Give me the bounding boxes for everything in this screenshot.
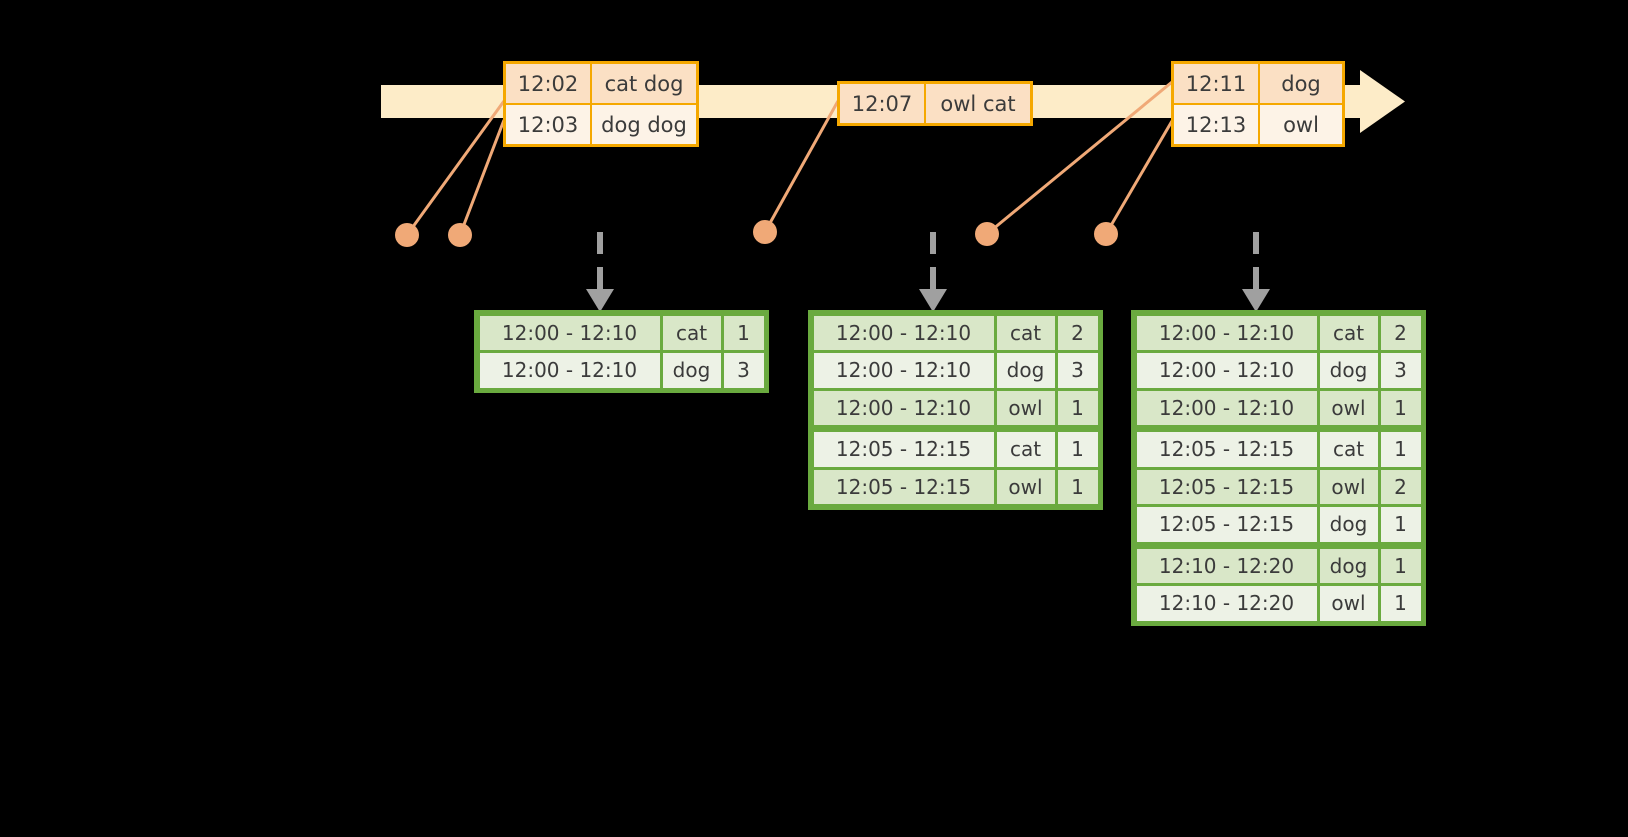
cell-window: 12:05 - 12:15 (1136, 507, 1317, 542)
table-row[interactable]: 12:00 - 12:10 dog 3 (1135, 352, 1422, 390)
cell-word: cat (1319, 432, 1378, 467)
cell-word: owl (996, 469, 1055, 504)
cell-count: 3 (1380, 353, 1421, 388)
event-row[interactable]: 12:13 owl (1174, 103, 1342, 144)
cell-word: owl (996, 390, 1055, 425)
cell-count: 1 (1380, 390, 1421, 425)
cell-window: 12:10 - 12:20 (1136, 548, 1317, 583)
cell-word: dog (996, 353, 1055, 388)
event-row[interactable]: 12:07 owl cat (840, 84, 1030, 123)
cell-count: 1 (1380, 432, 1421, 467)
cell-window: 12:05 - 12:15 (1136, 469, 1317, 504)
cell-count: 1 (1380, 548, 1421, 583)
table-row[interactable]: 12:00 - 12:10 owl 1 (812, 389, 1099, 427)
event-dot-5 (1094, 222, 1118, 246)
event-time: 12:13 (1174, 105, 1260, 144)
event-time: 12:02 (506, 64, 592, 103)
cell-count: 1 (723, 315, 764, 350)
cell-window: 12:00 - 12:10 (813, 315, 994, 350)
cell-word: cat (662, 315, 721, 350)
cell-word: dog (1319, 507, 1378, 542)
event-value: owl cat (926, 84, 1030, 123)
event-time: 12:07 (840, 84, 926, 123)
trigger-arrows (586, 232, 1270, 312)
cell-word: dog (1319, 353, 1378, 388)
event-group-1[interactable]: 12:02 cat dog 12:03 dog dog (503, 61, 699, 147)
table-row[interactable]: 12:05 - 12:15 owl 1 (812, 468, 1099, 506)
cell-count: 2 (1380, 469, 1421, 504)
table-row[interactable]: 12:00 - 12:10 owl 1 (1135, 389, 1422, 427)
cell-window: 12:00 - 12:10 (479, 315, 660, 350)
result-table-2[interactable]: 12:00 - 12:10 cat 2 12:00 - 12:10 dog 3 … (808, 310, 1103, 510)
table-row[interactable]: 12:05 - 12:15 cat 1 (812, 431, 1099, 469)
event-time: 12:03 (506, 105, 592, 144)
window-group-separator (1135, 426, 1422, 431)
cell-count: 1 (1380, 507, 1421, 542)
cell-count: 1 (1380, 586, 1421, 621)
event-group-3[interactable]: 12:11 dog 12:13 owl (1171, 61, 1345, 147)
window-group-separator (1135, 543, 1422, 547)
event-dot-4 (975, 222, 999, 246)
cell-window: 12:10 - 12:20 (1136, 586, 1317, 621)
table-row[interactable]: 12:05 - 12:15 cat 1 (1135, 431, 1422, 469)
table-row[interactable]: 12:00 - 12:10 cat 2 (812, 314, 1099, 352)
cell-window: 12:00 - 12:10 (813, 353, 994, 388)
table-row[interactable]: 12:00 - 12:10 cat 1 (478, 314, 765, 352)
event-row[interactable]: 12:11 dog (1174, 64, 1342, 103)
table-row[interactable]: 12:00 - 12:10 dog 3 (812, 352, 1099, 390)
cell-window: 12:00 - 12:10 (1136, 390, 1317, 425)
cell-word: cat (1319, 315, 1378, 350)
table-row[interactable]: 12:05 - 12:15 dog 1 (1135, 506, 1422, 544)
cell-word: owl (1319, 390, 1378, 425)
event-row[interactable]: 12:02 cat dog (506, 64, 696, 103)
cell-word: owl (1319, 586, 1378, 621)
table-row[interactable]: 12:10 - 12:20 owl 1 (1135, 585, 1422, 623)
cell-word: dog (1319, 548, 1378, 583)
table-row[interactable]: 12:00 - 12:10 cat 2 (1135, 314, 1422, 352)
event-value: dog dog (592, 105, 696, 144)
cell-window: 12:00 - 12:10 (1136, 315, 1317, 350)
cell-count: 2 (1380, 315, 1421, 350)
cell-window: 12:05 - 12:15 (813, 432, 994, 467)
event-value: cat dog (592, 64, 696, 103)
cell-count: 3 (723, 353, 764, 388)
cell-window: 12:00 - 12:10 (1136, 353, 1317, 388)
table-row[interactable]: 12:00 - 12:10 dog 3 (478, 352, 765, 390)
cell-window: 12:05 - 12:15 (813, 469, 994, 504)
result-table-1[interactable]: 12:00 - 12:10 cat 1 12:00 - 12:10 dog 3 (474, 310, 769, 393)
event-group-2[interactable]: 12:07 owl cat (837, 81, 1033, 126)
cell-count: 1 (1057, 432, 1098, 467)
cell-window: 12:00 - 12:10 (813, 390, 994, 425)
cell-count: 2 (1057, 315, 1098, 350)
cell-count: 1 (1057, 390, 1098, 425)
event-time: 12:11 (1174, 64, 1260, 103)
cell-window: 12:05 - 12:15 (1136, 432, 1317, 467)
event-value: dog (1260, 64, 1342, 103)
table-row[interactable]: 12:10 - 12:20 dog 1 (1135, 547, 1422, 585)
cell-count: 3 (1057, 353, 1098, 388)
event-dot-3 (753, 220, 777, 244)
cell-word: cat (996, 315, 1055, 350)
event-value: owl (1260, 105, 1342, 144)
cell-word: owl (1319, 469, 1378, 504)
result-table-3[interactable]: 12:00 - 12:10 cat 2 12:00 - 12:10 dog 3 … (1131, 310, 1426, 626)
event-dot-2 (448, 223, 472, 247)
cell-word: cat (996, 432, 1055, 467)
window-group-separator (812, 426, 1099, 431)
table-row[interactable]: 12:05 - 12:15 owl 2 (1135, 468, 1422, 506)
event-dot-1 (395, 223, 419, 247)
cell-word: dog (662, 353, 721, 388)
event-dots (395, 220, 1118, 247)
event-row[interactable]: 12:03 dog dog (506, 103, 696, 144)
cell-window: 12:00 - 12:10 (479, 353, 660, 388)
cell-count: 1 (1057, 469, 1098, 504)
